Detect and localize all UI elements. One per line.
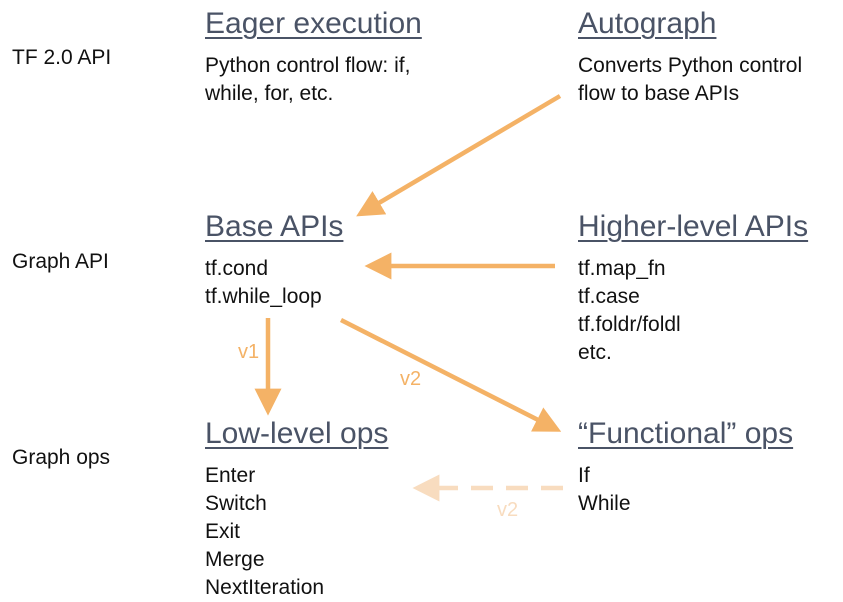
node-title: “Functional” ops — [578, 417, 794, 450]
node-title: Base APIs — [205, 210, 344, 243]
node-base-apis: Base APIs tf.cond tf.while_loop — [205, 209, 343, 311]
node-line: flow to base APIs — [578, 82, 740, 105]
node-eager-execution: Eager execution Python control flow: if,… — [205, 6, 422, 108]
node-line: tf.cond — [205, 257, 269, 280]
node-functional-ops: “Functional” ops If While — [578, 416, 793, 518]
row-label-tf2-api: TF 2.0 API — [12, 46, 112, 69]
row-label-graph-api: Graph API — [12, 250, 109, 273]
node-line: While — [578, 492, 631, 515]
node-title: Autograph — [578, 7, 717, 40]
node-title: Higher-level APIs — [578, 210, 809, 243]
node-body: tf.map_fn tf.case tf.foldr/foldl etc. — [578, 255, 808, 367]
node-title: Low-level ops — [205, 417, 389, 450]
node-line: tf.case — [578, 285, 640, 308]
node-line: Merge — [205, 548, 265, 571]
node-body: If While — [578, 462, 793, 518]
node-line: while, for, etc. — [205, 82, 334, 105]
edge-label-v1: v1 — [238, 341, 259, 363]
node-line: tf.while_loop — [205, 285, 322, 308]
edge-label-v2: v2 — [400, 368, 421, 390]
node-higher-level-apis: Higher-level APIs tf.map_fn tf.case tf.f… — [578, 209, 808, 367]
node-body: Converts Python control flow to base API… — [578, 52, 802, 108]
node-line: If — [578, 464, 590, 487]
row-label-graph-ops: Graph ops — [12, 446, 111, 469]
node-autograph: Autograph Converts Python control flow t… — [578, 6, 802, 108]
node-line: etc. — [578, 341, 612, 364]
edge-autograph-to-base-arrow — [356, 94, 562, 217]
node-body: tf.cond tf.while_loop — [205, 255, 343, 311]
node-line: Enter — [205, 464, 256, 487]
edge-base-to-functional-arrow — [339, 317, 562, 432]
node-body: Enter Switch Exit Merge NextIteration — [205, 462, 388, 602]
node-line: NextIteration — [205, 576, 325, 599]
node-title: Eager execution — [205, 7, 422, 40]
node-line: Python control flow: if, — [205, 54, 411, 77]
node-low-level-ops: Low-level ops Enter Switch Exit Merge Ne… — [205, 416, 388, 602]
edge-label-v2-dashed: v2 — [497, 499, 518, 521]
node-line: Exit — [205, 520, 241, 543]
node-line: tf.foldr/foldl — [578, 313, 681, 336]
node-line: Switch — [205, 492, 267, 515]
node-line: Converts Python control — [578, 54, 803, 77]
node-body: Python control flow: if, while, for, etc… — [205, 52, 422, 108]
node-line: tf.map_fn — [578, 257, 666, 280]
